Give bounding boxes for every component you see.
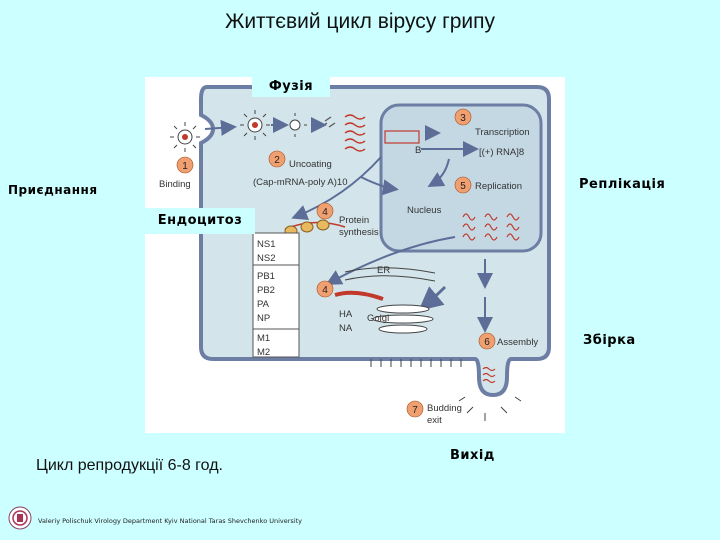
protein-pb2: PB2: [257, 285, 275, 296]
exit-label: Вихід: [450, 448, 495, 463]
step-4-badge: [316, 280, 334, 298]
nucleus-label: Nucleus: [407, 205, 442, 216]
er-label: ER: [377, 265, 390, 276]
step-6-badge: [478, 332, 496, 350]
rna-plus-label: [(+) RNA]8: [479, 147, 524, 158]
protein-pa: PA: [257, 299, 270, 310]
replication-label: Реплікація: [579, 177, 666, 192]
step-number: 6: [484, 337, 490, 348]
ribosome-group: [284, 219, 384, 301]
replication-label: Replication: [475, 181, 522, 192]
assembly-label: Збірка: [583, 333, 636, 348]
virus-particle: [240, 110, 270, 140]
protein-synthesis-label: synthesis: [339, 227, 379, 238]
assembly-label: Assembly: [497, 337, 538, 348]
golgi-label: Golgi: [367, 313, 389, 324]
step-3-badge: [454, 108, 472, 126]
cap-mrna-label: (Cap-mRNA-poly A)10: [253, 177, 348, 188]
protein-list: [252, 232, 300, 358]
protein-m2: M2: [257, 347, 270, 358]
uncoating-label: Uncoating: [289, 159, 332, 170]
virus-particle: [283, 113, 307, 137]
protein-pb1: PB1: [257, 271, 275, 282]
step-number: 1: [182, 161, 188, 172]
ha-label: HA: [339, 309, 353, 320]
protein-ns1: NS1: [257, 239, 275, 250]
budding-label: Budding: [427, 403, 462, 414]
step-number: 5: [460, 181, 466, 192]
b-label: B: [415, 145, 421, 156]
step-2-badge: [268, 150, 286, 168]
step-1-badge: [176, 156, 194, 174]
step-number: 4: [322, 207, 328, 218]
binding-label: Binding: [159, 179, 191, 190]
protein-ns2: NS2: [257, 253, 275, 264]
attachment-label: Приєднання: [8, 183, 98, 197]
slide-title: Життєвий цикл вірусу грипу: [224, 10, 496, 33]
protein-m1: M1: [257, 333, 270, 344]
transcription-label: Transcription: [475, 127, 530, 138]
step-number: 4: [322, 285, 328, 296]
footer-credit: Valeriy Polischuk Virology Department Ky…: [38, 517, 303, 525]
step-7-badge: [406, 400, 424, 418]
budding-label: exit: [427, 415, 442, 426]
step-number: 3: [460, 113, 466, 124]
virus-particle: [170, 122, 200, 152]
university-logo: [8, 506, 32, 530]
step-number: 7: [412, 405, 418, 416]
fusion-label: Фузія: [252, 77, 330, 97]
cycle-duration-text: Цикл репродукції 6-8 год.: [36, 457, 223, 474]
life-cycle-diagram: 1 2 3 4 4 5 6 7 Binding Uncoating (Cap-m…: [159, 85, 551, 426]
protein-np: NP: [257, 313, 270, 324]
step-4-badge: [316, 202, 334, 220]
step-5-badge: [454, 176, 472, 194]
na-label: NA: [339, 323, 353, 334]
life-cycle-figure: 1 2 3 4 4 5 6 7 Binding Uncoating (Cap-m…: [145, 77, 565, 433]
step-number: 2: [274, 155, 280, 166]
endocytosis-label: Ендоцитоз: [145, 208, 255, 234]
protein-synthesis-label: Protein: [339, 215, 369, 226]
